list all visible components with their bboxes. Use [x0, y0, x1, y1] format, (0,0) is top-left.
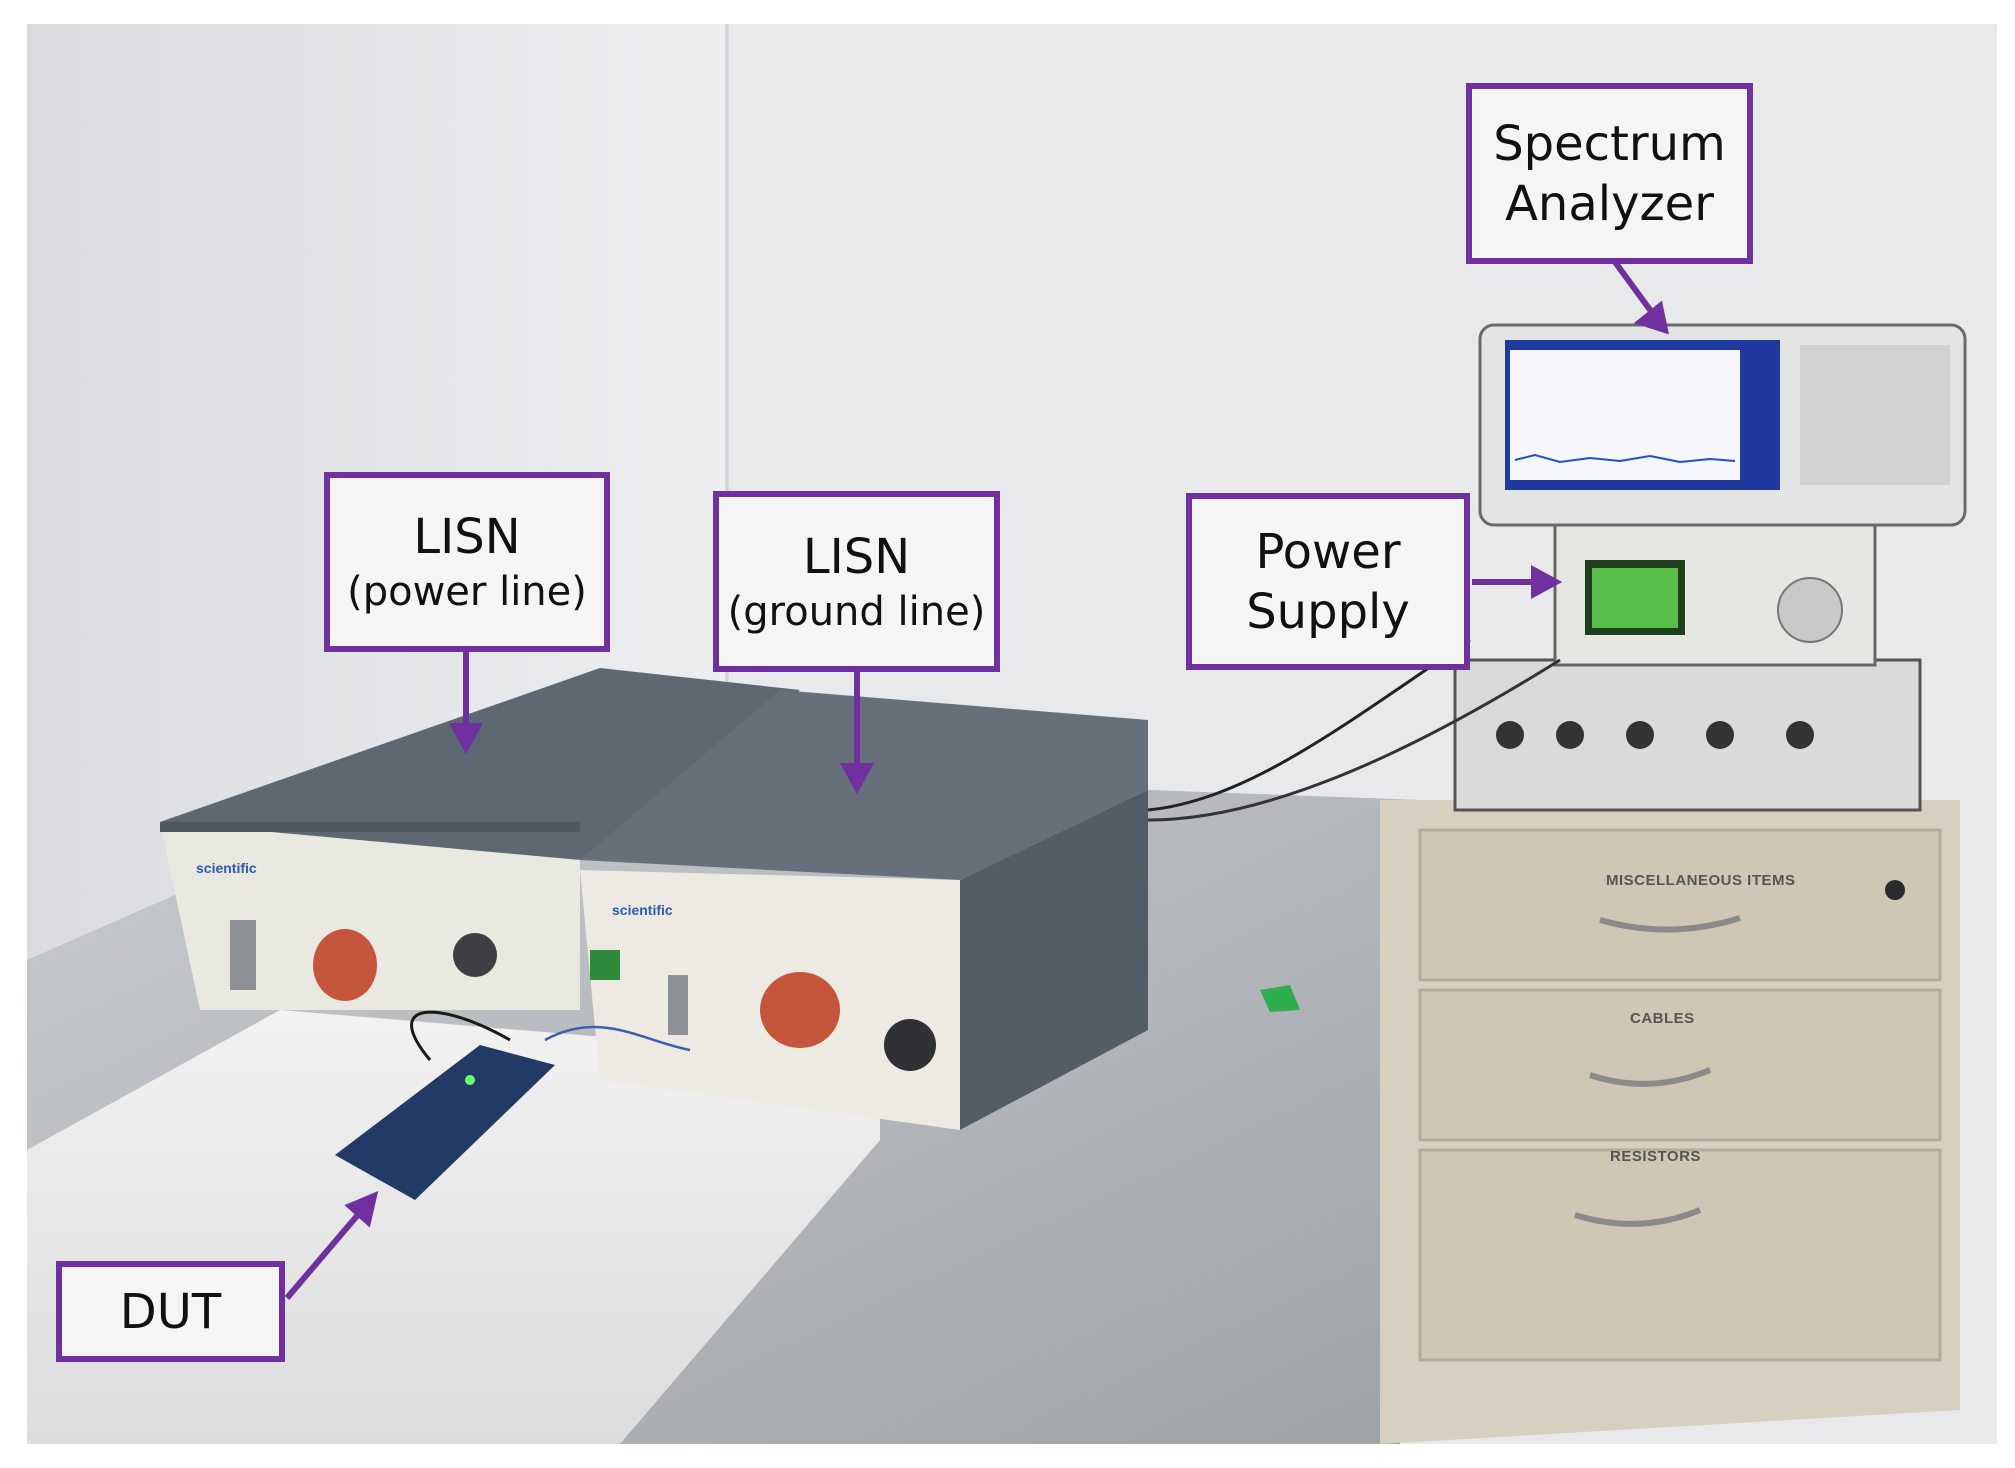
lisn-power-line2: (power line): [347, 569, 587, 615]
drawer-label-cables: CABLES: [1630, 1010, 1695, 1027]
dut-board: [335, 1045, 555, 1200]
signal-instrument: [1453, 658, 1922, 812]
lisn-power-line1: LISN: [413, 509, 521, 565]
drawer-cabinet: [1380, 800, 1960, 1444]
drawer-label-resistors: RESISTORS: [1610, 1148, 1701, 1165]
lisn-ground-line2: (ground line): [727, 588, 986, 635]
power-supply-unit: [1553, 523, 1877, 667]
spectrum-analyzer-line2: Analyzer: [1505, 175, 1714, 232]
lisn-brand-label: scientific: [612, 902, 673, 918]
label-lisn-power-line: LISN (power line): [324, 472, 610, 652]
lisn-ground-line-unit: [580, 690, 1148, 1130]
dut-text: DUT: [119, 1283, 222, 1340]
label-lisn-ground-line: LISN (ground line): [713, 491, 1000, 672]
label-dut: DUT: [56, 1261, 285, 1362]
spectrum-analyzer-line1: Spectrum: [1493, 115, 1726, 172]
lisn-brand-label: scientific: [196, 860, 257, 876]
lisn-ground-line1: LISN: [802, 528, 911, 585]
annotation-arrows: [284, 260, 1669, 1300]
spectrum-analyzer-unit: [1478, 323, 1967, 527]
label-power-supply: Power Supply: [1186, 493, 1470, 670]
label-spectrum-analyzer: Spectrum Analyzer: [1466, 83, 1753, 264]
power-supply-line2: Supply: [1246, 583, 1410, 640]
power-supply-line1: Power: [1255, 523, 1401, 580]
drawer-label-miscellaneous: MISCELLANEOUS ITEMS: [1606, 872, 1796, 889]
